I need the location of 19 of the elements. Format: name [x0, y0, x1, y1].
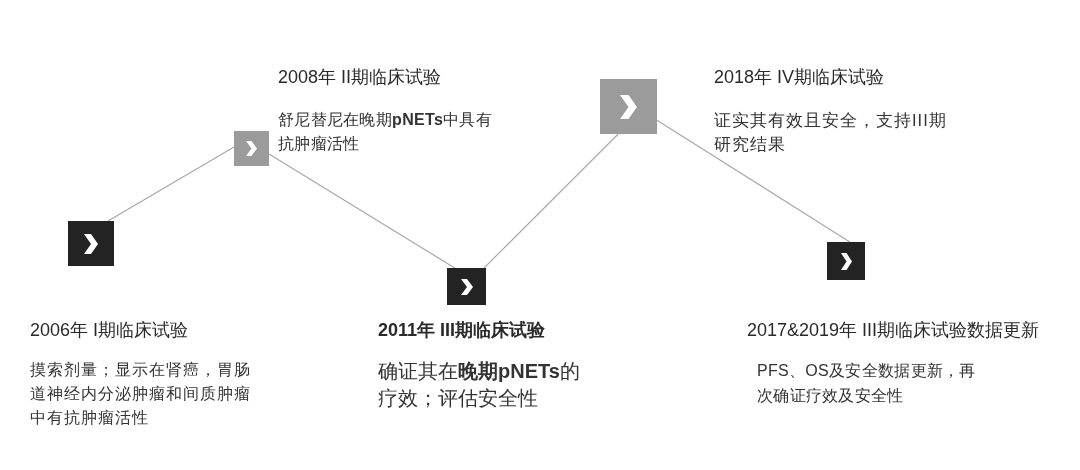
- milestone-description: 舒尼替尼在晚期pNETs中具有抗肿瘤活性: [278, 110, 493, 154]
- connector-line: [483, 133, 619, 269]
- milestone-description: 证实其有效且安全，支持III期研究结果: [714, 110, 948, 155]
- connector-line: [268, 153, 456, 269]
- connector-line: [107, 146, 235, 222]
- milestone-title: 2006年 I期临床试验: [30, 319, 189, 342]
- milestone-title: 2011年 III期临床试验: [378, 319, 546, 342]
- milestone-description: PFS、OS及安全数据更新，再次确证疗效及安全性: [757, 361, 977, 406]
- milestone-title: 2018年 IV期临床试验: [714, 66, 885, 89]
- milestone-marker: [447, 268, 486, 305]
- milestone-title: 2017&2019年 III期临床试验数据更新: [747, 319, 1040, 342]
- milestone-marker: [234, 131, 269, 166]
- milestone-description: 摸索剂量；显示在肾癌，胃肠道神经内分泌肿瘤和间质肿瘤中有抗肿瘤活性: [30, 360, 252, 428]
- milestone-marker: [600, 79, 657, 134]
- milestone-title: 2008年 II期临床试验: [278, 66, 442, 89]
- milestone-marker: [827, 242, 865, 280]
- milestone-description: 确证其在晚期pNETs的疗效；评估安全性: [378, 359, 581, 411]
- connector-line: [656, 119, 851, 243]
- milestone-marker: [68, 221, 114, 266]
